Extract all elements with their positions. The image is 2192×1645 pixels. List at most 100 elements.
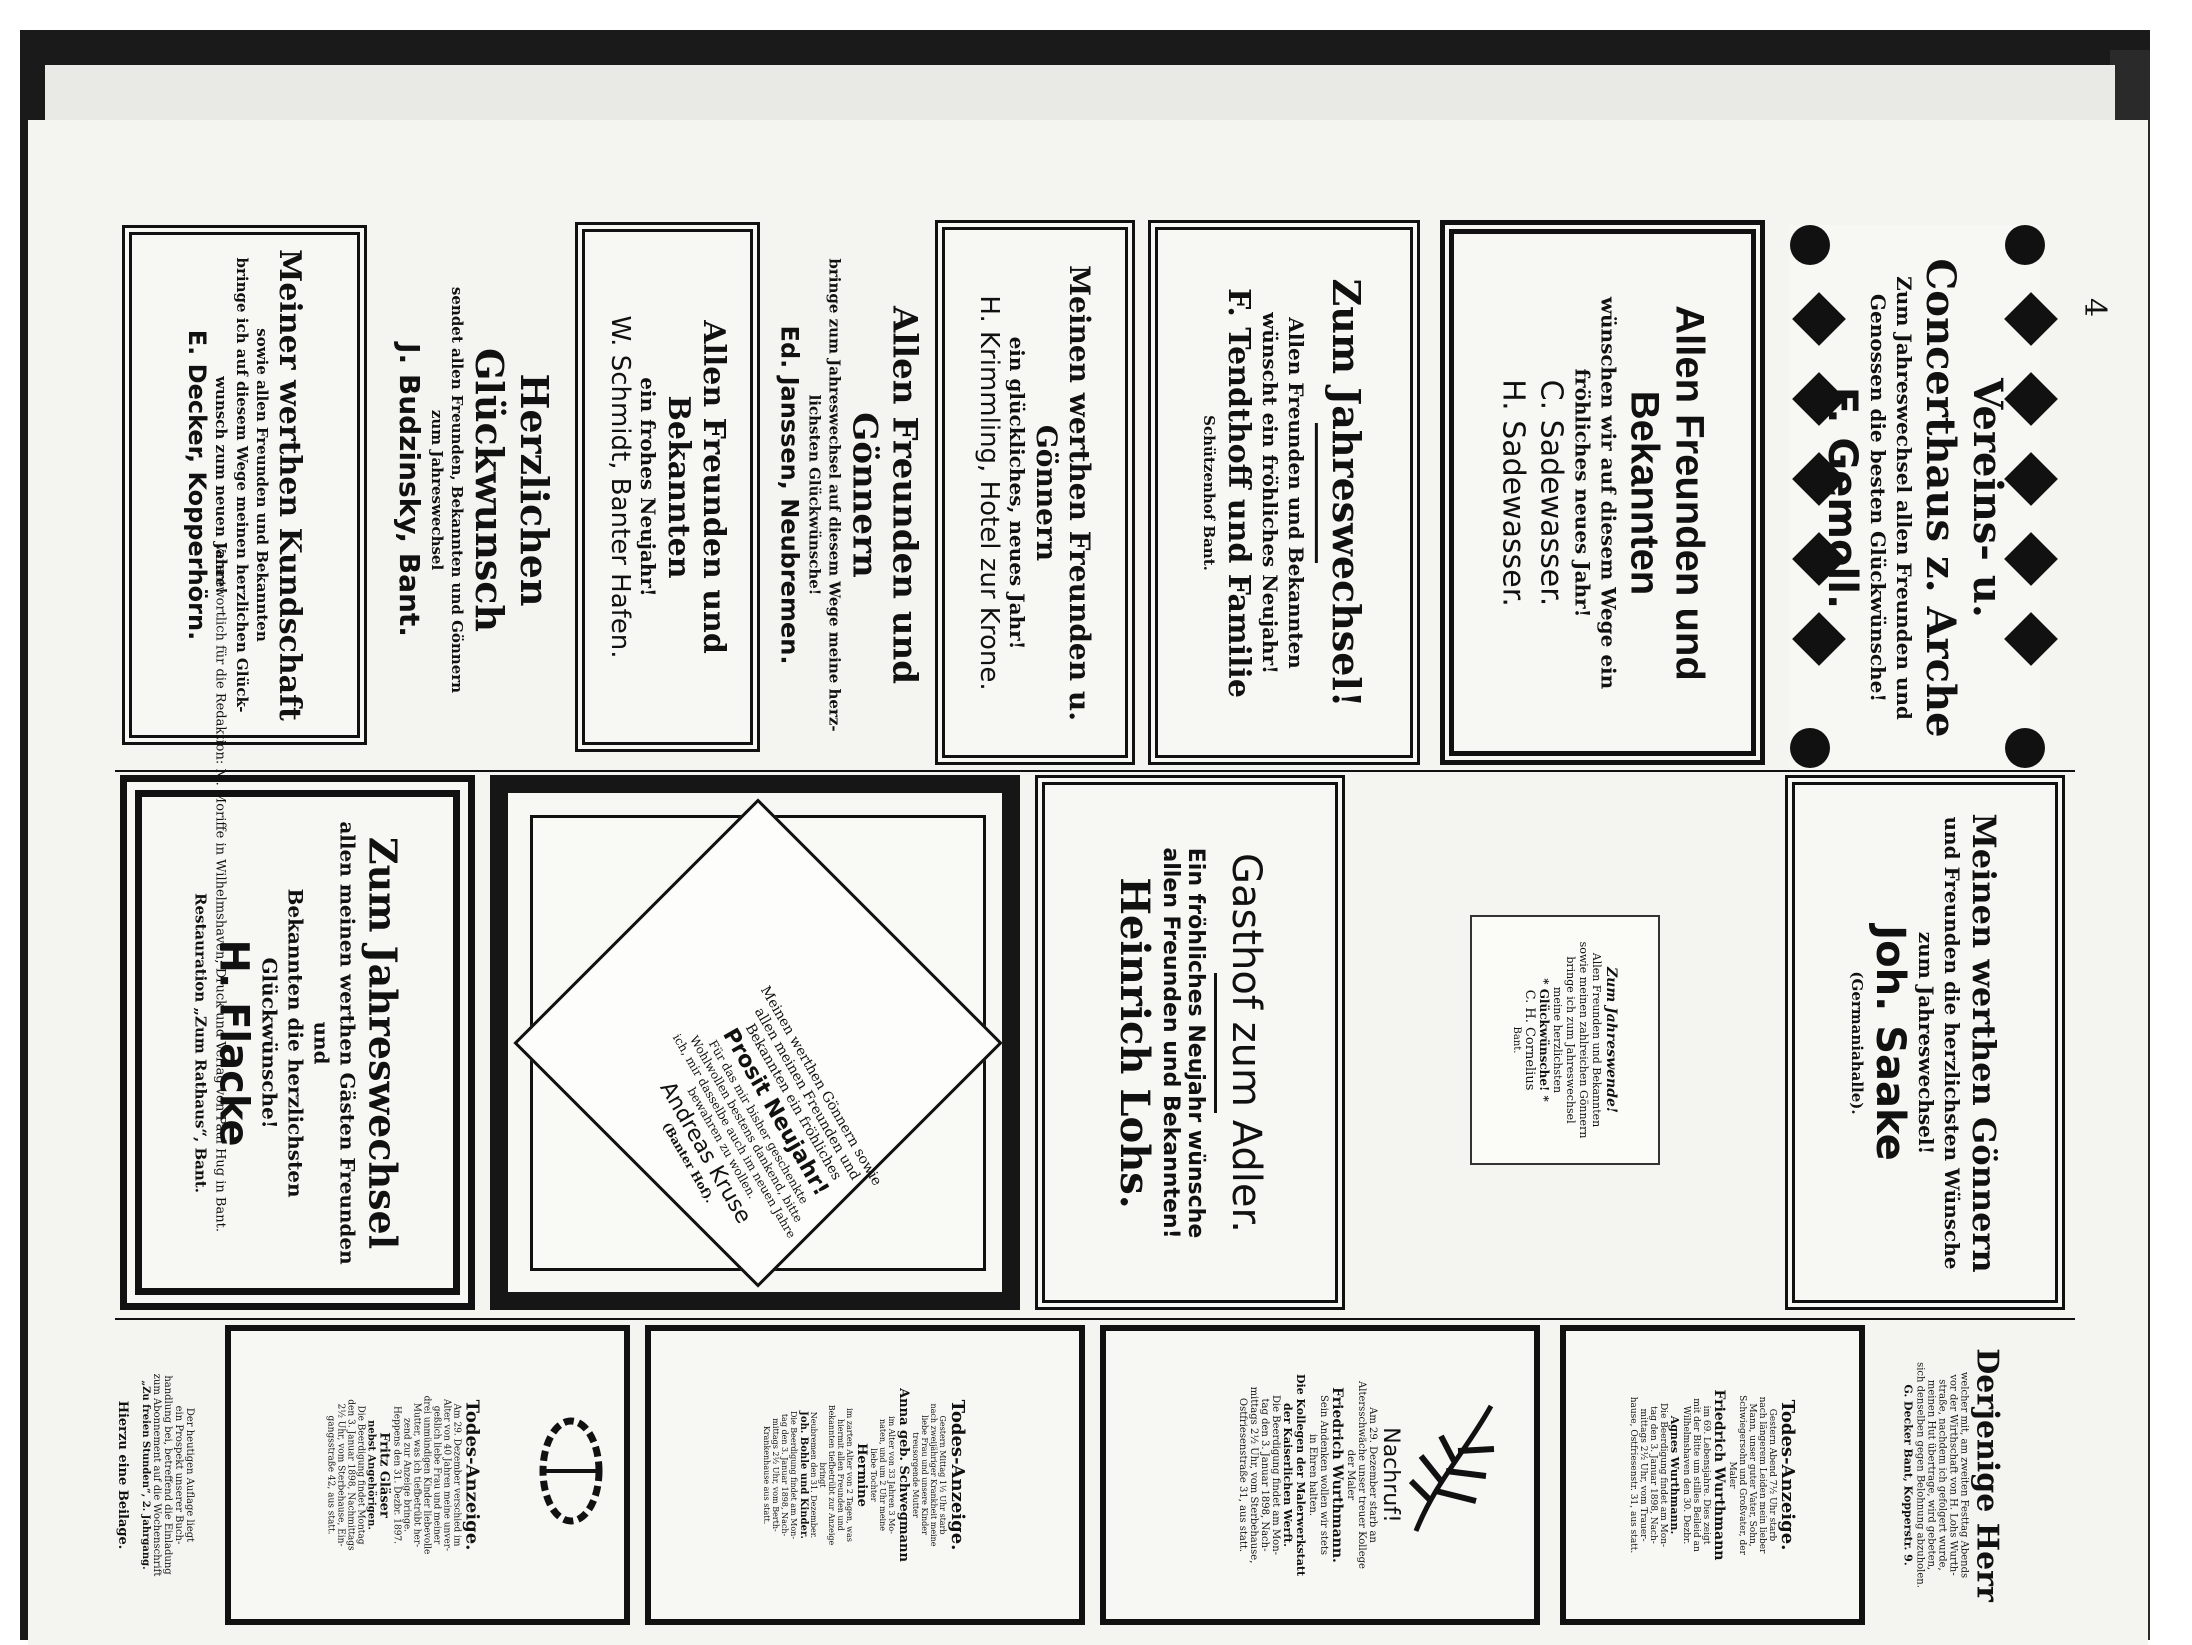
- ad-schmidt-signature: W. Schmidt, Banter Hafen.: [604, 315, 635, 659]
- ad-krimmling-signature: H. Krimmling, Hotel zur Krone.: [974, 294, 1004, 691]
- column-rule: [115, 1318, 2075, 1320]
- ad-tod-wurthmann-line: Maler: [1726, 1461, 1737, 1489]
- ad-beilage: Der heutigen Auflage liegt ein Prospekt …: [95, 1325, 215, 1625]
- ad-tod-schwegmann-line: Neubremen den 31. Dezember.: [809, 1411, 818, 1539]
- ad-lohs: Gasthof zum Adler. Ein fröhliches Neujah…: [1035, 775, 1345, 1310]
- ad-decker-title: Meiner werthen Kundschaft: [271, 249, 307, 721]
- ad-decker-line: bringe ich auf diesem Wege meinen herzli…: [232, 257, 251, 713]
- ad-beilage-line: Der heutigen Auflage liegt: [184, 1407, 195, 1543]
- ad-tod-schwegmann-line: hiermit allen Freunden und: [836, 1419, 845, 1531]
- ad-tod-schwegmann-line: im Alter von 33 Jahren 3 Mo-: [887, 1416, 896, 1534]
- ad-krimmling-line: ein glückliches, neues Jahr!: [1005, 336, 1029, 649]
- ad-tod-wurthmann-line: nach längerem Leiden mein lieber: [1756, 1396, 1767, 1554]
- ad-tod-schwegmann-line: Krankenhause aus statt.: [762, 1425, 771, 1525]
- imprint: Verantwortlich für die Redaktion: M. Mor…: [212, 543, 228, 1232]
- ad-diejenige-line: vor der Wirthschaft von H. Lohs Wurth-: [1947, 1374, 1958, 1576]
- ad-sadewasser: Allen Freunden und Bekannten wünschen wi…: [1440, 220, 1765, 765]
- ad-diejenige-line: straße, nachdem ich gefolgert wurde,: [1936, 1379, 1947, 1571]
- ad-tendthoff-line: wünscht ein fröhliches Neujahr!: [1257, 311, 1282, 674]
- ad-tod-wurthmann-line: im 69. Lebensjahre. Dies zeigt: [1700, 1405, 1711, 1545]
- ad-tendthoff-title: Zum Jahreswechsel!: [1323, 278, 1369, 707]
- ad-nachruf-line: Altersschwäche unser treuer Kollege: [1356, 1381, 1367, 1569]
- ad-cornelius: Zum Jahreswende! Allen Freunden und Beka…: [1470, 915, 1660, 1165]
- ad-nachruf-line: Ostfriesenstraße 31, aus statt.: [1237, 1397, 1248, 1553]
- ad-saake-title: Meinen werthen Gönnern: [1965, 812, 2004, 1273]
- ad-saake-line: und Freunden die herzlichsten Wünsche: [1940, 816, 1965, 1269]
- ad-tod-wurthmann-line: tag den 3. Januar 1898, Nach-: [1647, 1406, 1658, 1544]
- ad-janssen-line: bringe zum Jahreswechsel auf diesem Wege…: [825, 258, 844, 732]
- ad-tod-schwegmann-line: naten, und um 2 Uhr meine: [878, 1418, 887, 1532]
- ad-cornelius-line: bringe ich zum Jahreswechsel: [1564, 956, 1577, 1124]
- ad-tod-schwegmann-line: bringt: [818, 1462, 827, 1488]
- ad-budzinsky-line: sendet allen Freunden, Bekannten und Gön…: [447, 286, 466, 694]
- folded-page-edge: [45, 65, 2115, 125]
- ad-saake-signature: Joh. Saake: [1867, 924, 1914, 1161]
- ad-janssen-signature: Ed. Janssen, Neubremen.: [775, 325, 804, 665]
- ad-budzinsky-title: Herzlichen Glückwunsch: [466, 347, 557, 633]
- ad-lohs-line: allen Freunden und Bekannten!: [1158, 846, 1183, 1239]
- page-number: 4: [2077, 297, 2113, 318]
- ad-tod-schwegmann: Todes-Anzeige. Gestern Mittag 1½ Uhr sta…: [645, 1325, 1085, 1625]
- ad-cornelius-title: Zum Jahreswende!: [1603, 966, 1619, 1114]
- ornament-dot: [2005, 728, 2045, 768]
- ad-tod-glaeser-line: Am 29. Dezember verschied im: [451, 1403, 462, 1547]
- ad-nachruf-signature: Die Kollegen der Malerwerkstatt: [1294, 1373, 1307, 1577]
- ad-beilage-footer: Hierzu eine Beilage.: [115, 1400, 130, 1550]
- ad-tod-wurthmann: Todes-Anzeige. Gestern Abend 7½ Uhr star…: [1560, 1325, 1865, 1625]
- ad-tod-schwegmann-line: Bekannten tiefbetrübt zur Anzeige: [827, 1404, 836, 1546]
- ad-saake-place: (Germaniahalle).: [1848, 970, 1867, 1115]
- ad-cornelius-line: sowie meinen zahlreichen Gönnern: [1577, 941, 1590, 1139]
- ad-lohs-signature: Heinrich Lohs.: [1111, 876, 1158, 1209]
- ad-arche-title: Vereins- u. Concerthaus z. Arche: [1917, 257, 2011, 738]
- ad-tod-schwegmann-line: im zarten Alter von 2 Tagen, was: [845, 1408, 854, 1542]
- ad-tod-wurthmann-signature: Agnes Wurthmann.: [1667, 1415, 1681, 1535]
- ad-cornelius-line: meine herzlichsten: [1551, 986, 1564, 1094]
- ad-nachruf-line: Am 29. Dezember starb an: [1367, 1407, 1378, 1543]
- ad-nachruf-signature: der Kaiserlichen Werft.: [1281, 1403, 1294, 1547]
- ornament-dot: [1790, 728, 1830, 768]
- ad-tod-glaeser-line: Heppens den 31. Dezbr. 1897.: [391, 1405, 402, 1545]
- ad-tendthoff-place: Schützenhof Bant.: [1200, 414, 1219, 571]
- ad-tod-wurthmann-line: mit der Bitte um stilles Beileid an: [1690, 1398, 1701, 1552]
- ad-nachruf-line: der Maler: [1345, 1449, 1356, 1501]
- ad-tod-wurthmann-line: Die Beerdigung findet am Mon-: [1657, 1402, 1668, 1548]
- ad-flacke-title: Zum Jahreswechsel: [360, 836, 406, 1249]
- wreath-icon: [531, 1401, 611, 1541]
- ad-tod-schwegmann-line: liebe Tochter: [869, 1448, 878, 1502]
- ad-tod-glaeser-signature: Fritz Gläser: [376, 1432, 392, 1518]
- ad-tod-schwegmann-title: Todes-Anzeige.: [947, 1399, 968, 1551]
- column-rule: [115, 770, 2075, 772]
- ad-flacke: Zum Jahreswechsel allen meinen werthen G…: [120, 775, 475, 1310]
- ad-beilage-line: handlung bei, betreffend die Einladung: [162, 1375, 173, 1575]
- ad-tod-wurthmann-line: Wilhelmshaven den 30. Dezbr.: [1680, 1405, 1691, 1545]
- divider-line: [1314, 422, 1318, 563]
- ad-tod-schwegmann-line: tag den 3. Januar 1898, Nach-: [780, 1413, 789, 1537]
- ad-sadewasser-title: Allen Freunden und Bekannten: [1622, 304, 1711, 681]
- ad-lohs-line: Ein fröhliches Neujahr wünsche: [1183, 847, 1208, 1238]
- ad-budzinsky: Herzlichen Glückwunsch sendet allen Freu…: [385, 225, 565, 755]
- ad-tod-glaeser-line: geßlich liebe Frau und meiner: [431, 1405, 442, 1545]
- ad-tod-glaeser-line: Alter von 40 Jahren meine unver-: [441, 1398, 452, 1552]
- ad-tod-schwegmann-line: liebe Frau und unsere Kinder: [920, 1415, 929, 1535]
- ad-nachruf: Nachruf! Am 29. Dezember starb an Alters…: [1100, 1325, 1540, 1625]
- ad-janssen: Allen Freunden und Gönnern bringe zum Ja…: [775, 230, 925, 760]
- ad-tod-wurthmann-line: hause, Ostfriesenstr. 31, aus statt.: [1627, 1396, 1638, 1554]
- ad-tod-wurthmann-line: Mann, unser guter Vater, Sohn,: [1746, 1403, 1757, 1547]
- ad-tod-schwegmann-line: mittags 2½ Uhr, vom Berth-: [771, 1418, 780, 1532]
- ad-tod-glaeser-line: den 3. Januar 1898, Nachmittags: [345, 1399, 356, 1551]
- ad-saake: Meinen werthen Gönnern und Freunden die …: [1785, 775, 2065, 1310]
- ad-diejenige-line: meinen Hut übertrage, wird gebeten,: [1925, 1379, 1936, 1571]
- divider-line: [1214, 972, 1217, 1113]
- ad-cornelius-line: Allen Freunden und Bekannten: [1590, 952, 1603, 1128]
- ad-krimmling: Meinen werthen Freunden u. Gönnern ein g…: [935, 220, 1135, 765]
- ad-tod-schwegmann-line: Die Beerdigung findet am Mon-: [789, 1410, 798, 1540]
- ad-nachruf-line: mittags 2½ Uhr, vom Sterbehause,: [1248, 1386, 1259, 1564]
- ad-tod-glaeser-line: gangsstraße 42, aus statt.: [325, 1415, 336, 1535]
- ad-tod-glaeser-title: Todes-Anzeige.: [461, 1399, 483, 1551]
- ad-arche-line: Zum Jahreswechsel allen Freunden und: [1892, 275, 1916, 720]
- ad-beilage-line: zum Abonnement auf die Wochenschrift: [151, 1373, 162, 1577]
- ad-tod-wurthmann-name: Friedrich Wurthmann: [1710, 1389, 1727, 1561]
- ad-tod-glaeser-line: Die Beerdigung findet Montag: [355, 1405, 366, 1545]
- ad-tod-wurthmann-line: mittags 2½ Uhr, vom Trauer-: [1637, 1408, 1648, 1542]
- ad-tod-schwegmann-line: Gestern Mittag 1½ Uhr starb: [938, 1415, 947, 1535]
